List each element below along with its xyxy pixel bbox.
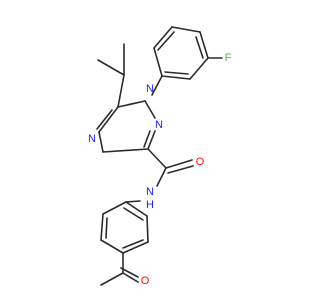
bond [161, 75, 191, 80]
bond [146, 215, 149, 243]
bond [195, 36, 204, 59]
bond [97, 59, 125, 76]
atom-label-h: H [146, 199, 154, 211]
bond [143, 130, 151, 148]
bond [122, 239, 144, 249]
bond [151, 75, 163, 96]
bond [102, 201, 127, 215]
bond [164, 71, 189, 75]
bond [120, 267, 139, 278]
bond [96, 109, 113, 130]
bond [153, 47, 163, 77]
bond [199, 31, 209, 59]
bond [100, 239, 124, 254]
bond [117, 100, 146, 108]
bond [125, 201, 148, 217]
bond [105, 217, 108, 239]
atom-label-n1: N [146, 83, 154, 95]
bond [167, 165, 194, 174]
bond [165, 159, 193, 169]
bond [117, 74, 125, 108]
bond [153, 26, 173, 49]
bond [102, 148, 149, 153]
bond [122, 272, 139, 283]
atom-label-n4: N [88, 133, 96, 145]
molecule-structure: N N N F N H O O [88, 26, 232, 287]
bond [144, 100, 156, 119]
atom-label-f: F [225, 52, 232, 64]
bond [125, 200, 141, 203]
atom-label-o-acetyl: O [141, 275, 150, 287]
atom-label-o-amide: O [196, 156, 205, 168]
bond [157, 31, 175, 51]
bond [171, 26, 201, 33]
bond [122, 241, 149, 254]
molecule-canvas: N N N F N H O O [88, 26, 232, 287]
bond [147, 148, 167, 169]
bond [147, 130, 156, 150]
bond [98, 131, 104, 153]
bond [100, 213, 104, 241]
bond [123, 207, 144, 221]
bond [100, 272, 124, 286]
atom-label-n2: N [155, 119, 163, 131]
bond [98, 106, 119, 133]
bond [156, 167, 167, 187]
bond [189, 57, 209, 80]
atom-label-nh: N [146, 186, 154, 198]
